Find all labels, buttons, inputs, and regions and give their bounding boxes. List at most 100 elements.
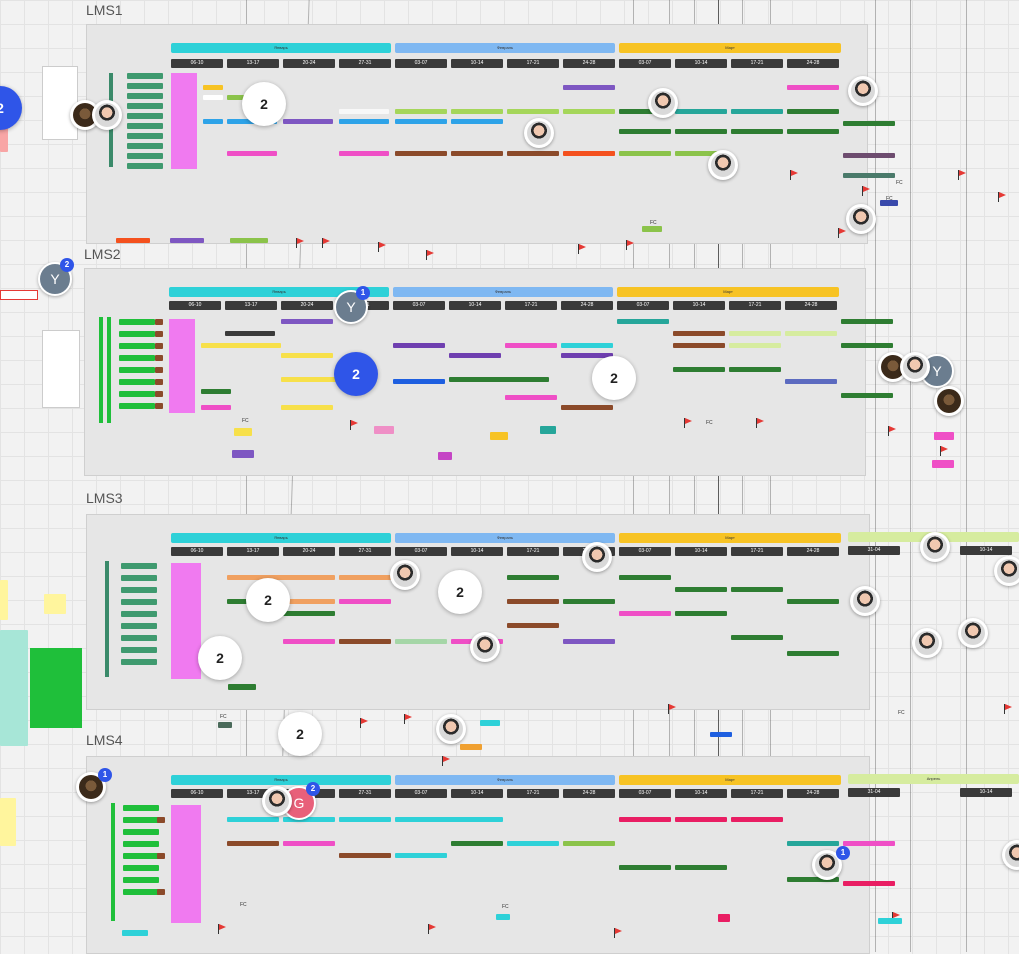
row-label[interactable] — [123, 889, 159, 895]
task-cell[interactable] — [843, 881, 895, 886]
sticky-note[interactable] — [0, 580, 8, 620]
sticky-note[interactable] — [230, 238, 268, 243]
row-label[interactable] — [119, 355, 155, 361]
flag-icon[interactable] — [940, 446, 950, 456]
side-card[interactable] — [42, 66, 78, 140]
row-label[interactable] — [127, 133, 163, 139]
flag-icon[interactable] — [426, 250, 436, 260]
task-cell[interactable] — [729, 331, 781, 336]
side-card[interactable] — [30, 648, 82, 728]
sticky-note[interactable] — [0, 120, 8, 152]
sticky-note[interactable] — [44, 594, 66, 614]
task-cell[interactable] — [619, 611, 671, 616]
task-cell[interactable] — [283, 119, 333, 124]
task-cell[interactable] — [673, 343, 725, 348]
row-tag[interactable] — [157, 817, 165, 823]
row-tag[interactable] — [155, 391, 163, 397]
sticky-note[interactable] — [0, 798, 16, 846]
flag-icon[interactable] — [404, 714, 414, 724]
task-cell[interactable] — [507, 109, 559, 114]
cursor-cluster[interactable]: 2 — [242, 82, 286, 126]
task-cell[interactable] — [283, 817, 335, 822]
task-cell[interactable] — [283, 611, 335, 616]
task-cell[interactable] — [451, 151, 503, 156]
side-card[interactable] — [0, 290, 38, 300]
task-cell[interactable] — [675, 151, 727, 156]
task-cell[interactable] — [561, 353, 613, 358]
task-cell[interactable] — [283, 639, 335, 644]
flag-icon[interactable] — [350, 420, 360, 430]
row-label[interactable] — [121, 623, 157, 629]
row-label[interactable] — [121, 587, 157, 593]
row-label[interactable] — [121, 575, 157, 581]
flag-icon[interactable] — [790, 170, 800, 180]
row-label[interactable] — [119, 367, 155, 373]
row-label[interactable] — [121, 563, 157, 569]
task-cell[interactable] — [339, 853, 391, 858]
task-cell[interactable] — [561, 405, 613, 410]
task-cell[interactable] — [673, 331, 725, 336]
flag-icon[interactable] — [998, 192, 1008, 202]
task-cell[interactable] — [841, 393, 893, 398]
task-cell[interactable] — [507, 599, 559, 604]
task-cell[interactable] — [395, 639, 447, 644]
task-cell[interactable] — [281, 319, 333, 324]
task-cell[interactable] — [675, 109, 727, 114]
task-cell[interactable] — [675, 611, 727, 616]
task-cell[interactable] — [283, 841, 335, 846]
sticky-note[interactable] — [710, 732, 732, 737]
row-label[interactable] — [127, 73, 163, 79]
task-cell[interactable] — [787, 109, 839, 114]
flag-icon[interactable] — [888, 426, 898, 436]
row-label[interactable] — [127, 83, 163, 89]
row-tag[interactable] — [155, 355, 163, 361]
row-tag[interactable] — [155, 367, 163, 373]
sticky-note[interactable] — [496, 914, 510, 920]
sticky-note[interactable] — [480, 720, 500, 726]
row-label[interactable] — [119, 319, 155, 325]
task-cell[interactable] — [785, 331, 837, 336]
flag-icon[interactable] — [296, 238, 306, 248]
task-cell[interactable] — [731, 129, 783, 134]
task-cell[interactable] — [227, 841, 279, 846]
task-cell[interactable] — [395, 817, 503, 822]
row-tag[interactable] — [155, 379, 163, 385]
task-cell[interactable] — [203, 85, 223, 90]
row-label[interactable] — [127, 153, 163, 159]
flag-icon[interactable] — [428, 924, 438, 934]
task-cell[interactable] — [787, 129, 839, 134]
sticky-note[interactable] — [122, 930, 148, 936]
task-cell[interactable] — [843, 841, 895, 846]
task-cell[interactable] — [201, 343, 281, 348]
user-avatar[interactable] — [812, 850, 842, 880]
task-cell[interactable] — [619, 865, 671, 870]
task-cell[interactable] — [395, 151, 447, 156]
task-cell[interactable] — [225, 331, 275, 336]
cursor-cluster[interactable]: 2 — [198, 636, 242, 680]
side-card[interactable] — [42, 330, 80, 408]
flag-icon[interactable] — [892, 912, 902, 922]
task-cell[interactable] — [787, 651, 839, 656]
task-cell[interactable] — [451, 841, 503, 846]
row-tag[interactable] — [155, 331, 163, 337]
task-cell[interactable] — [203, 119, 223, 124]
user-avatar[interactable] — [262, 786, 292, 816]
row-label[interactable] — [123, 865, 159, 871]
task-cell[interactable] — [673, 367, 725, 372]
task-cell[interactable] — [507, 623, 559, 628]
task-cell[interactable] — [729, 367, 781, 372]
task-cell[interactable] — [201, 389, 231, 394]
flag-icon[interactable] — [614, 928, 624, 938]
task-cell[interactable] — [787, 841, 839, 846]
user-avatar[interactable] — [648, 88, 678, 118]
user-avatar[interactable] — [934, 386, 964, 416]
row-label[interactable] — [119, 379, 155, 385]
sticky-note[interactable] — [438, 452, 452, 460]
user-avatar[interactable] — [470, 632, 500, 662]
user-avatar[interactable] — [846, 204, 876, 234]
task-cell[interactable] — [675, 587, 727, 592]
row-label[interactable] — [127, 103, 163, 109]
sticky-note[interactable] — [0, 630, 28, 746]
task-cell[interactable] — [203, 95, 223, 100]
flag-icon[interactable] — [684, 418, 694, 428]
